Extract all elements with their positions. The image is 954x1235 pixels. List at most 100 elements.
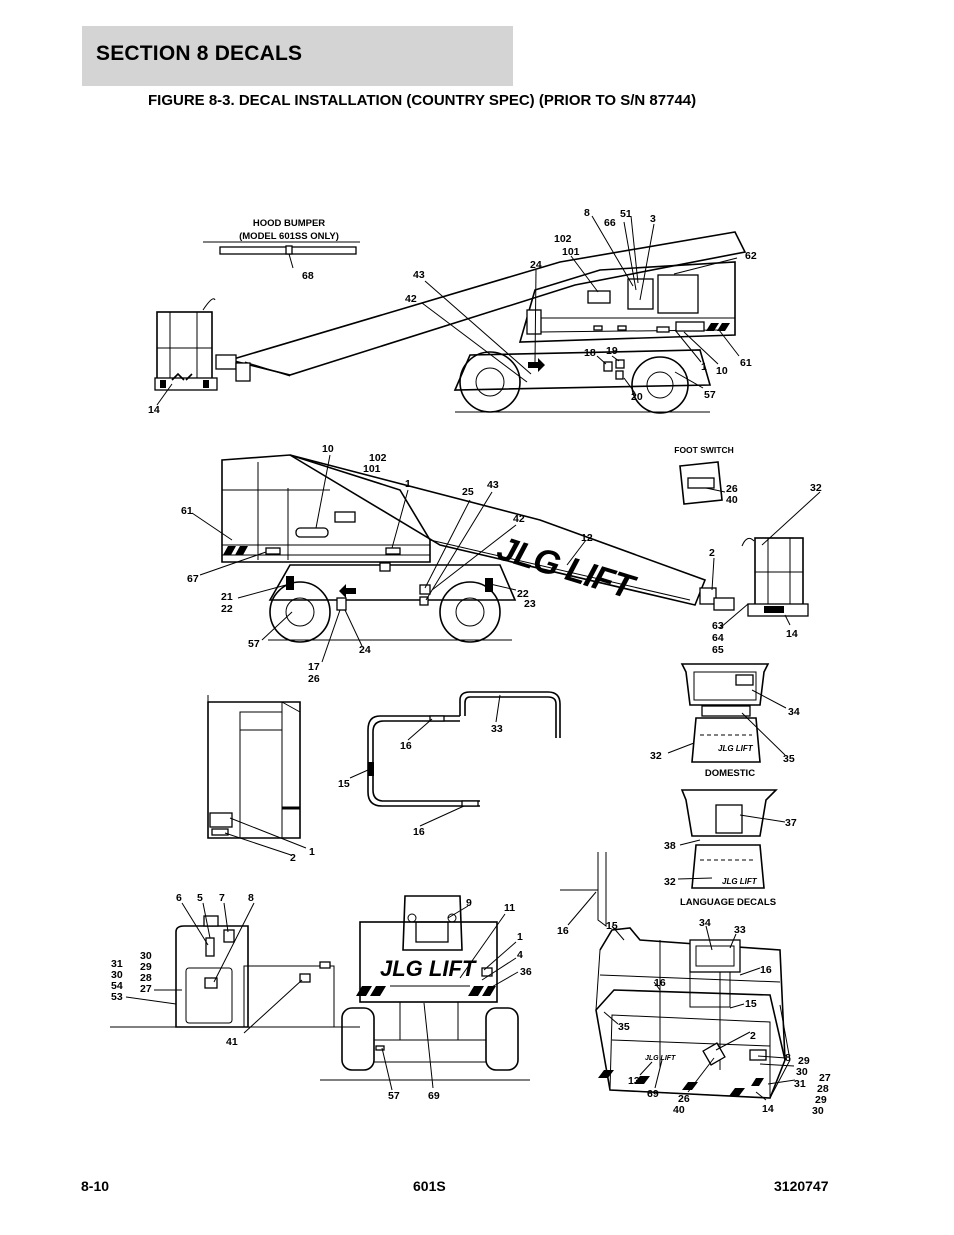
callout-15b: 15: [745, 998, 757, 1010]
domestic-caption: DOMESTIC: [705, 768, 755, 779]
callout-34: 34: [788, 706, 800, 718]
jlg-logo-domestic: JLG LIFT: [718, 744, 754, 753]
callout-6: 6: [176, 892, 182, 904]
callout-29: 29: [798, 1055, 810, 1067]
callout-29: 29: [140, 961, 152, 973]
jlg-lift-logo-rear: JLG LIFT: [380, 956, 477, 981]
callout-57: 57: [248, 638, 260, 650]
callout-25: 25: [462, 486, 474, 498]
callout-15: 15: [338, 778, 350, 790]
hood-bumper-caption: HOOD BUMPER: [253, 218, 325, 229]
callout-42: 42: [405, 293, 417, 305]
callout-4: 4: [517, 949, 523, 961]
callout-15: 15: [606, 920, 618, 932]
callout-28: 28: [817, 1083, 829, 1095]
callout-27: 27: [140, 983, 152, 995]
callout-13: 13: [628, 1075, 640, 1087]
callout-37: 37: [785, 817, 797, 829]
callout-42: 42: [513, 513, 525, 525]
callout-14: 14: [786, 628, 798, 640]
footer-model: 601S: [413, 1178, 446, 1194]
language-decals-caption: LANGUAGE DECALS: [680, 897, 776, 908]
callout-30: 30: [140, 950, 152, 962]
callout-16b: 16: [413, 826, 425, 838]
footer-page-number: 8-10: [81, 1178, 110, 1194]
callout-24: 24: [359, 644, 371, 656]
callout-35: 35: [618, 1021, 630, 1033]
figure-title: FIGURE 8-3. DECAL INSTALLATION (COUNTRY …: [148, 92, 697, 109]
callout-34: 34: [699, 917, 711, 929]
callout-2: 2: [290, 852, 296, 864]
callout-38: 38: [664, 840, 676, 852]
hood-bumper-model-caption: (MODEL 601SS ONLY): [239, 231, 339, 242]
callout-61: 61: [740, 357, 752, 369]
callout-32: 32: [810, 482, 822, 494]
callout-61: 61: [181, 505, 193, 517]
callout-53: 53: [111, 991, 123, 1003]
callout-26: 26: [678, 1093, 690, 1105]
callout-63: 63: [712, 620, 724, 632]
callout-36: 36: [520, 966, 532, 978]
callout-33: 33: [734, 924, 746, 936]
callout-5: 5: [197, 892, 203, 904]
callout-57: 57: [388, 1090, 400, 1102]
callout-2: 2: [709, 547, 715, 559]
callout-16: 16: [400, 740, 412, 752]
callout-14: 14: [762, 1103, 774, 1115]
callout-35: 35: [783, 753, 795, 765]
callout-30: 30: [796, 1066, 808, 1078]
callout-22: 22: [221, 603, 233, 615]
callout-1: 1: [309, 846, 315, 858]
callout-33: 33: [491, 723, 503, 735]
jlg-logo-language: JLG LIFT: [722, 877, 758, 886]
callout-21: 21: [221, 591, 233, 603]
side-view-left: HOOD BUMPER (MODEL 601SS ONLY) 68: [148, 207, 757, 416]
callout-7: 7: [219, 892, 225, 904]
callout-68: 68: [302, 270, 314, 282]
callout-64: 64: [712, 632, 724, 644]
callout-69: 69: [428, 1090, 440, 1102]
jlg-logo-basket: JLG LIFT: [645, 1055, 676, 1062]
callout-40: 40: [726, 494, 738, 506]
platform-basket: JLG LIFT: [595, 927, 791, 1099]
callout-1: 1: [701, 361, 707, 373]
callout-1: 1: [405, 478, 411, 490]
callout-17: 17: [308, 661, 320, 673]
callout-24: 24: [530, 259, 542, 271]
side-view-right: JLG LIFT FOOT SWITCH: [181, 443, 822, 685]
callout-67: 67: [187, 573, 199, 585]
callout-32b: 32: [664, 876, 676, 888]
callout-12: 12: [581, 532, 593, 544]
callout-1: 1: [517, 931, 523, 943]
callout-65: 65: [712, 644, 724, 656]
callout-31: 31: [794, 1078, 806, 1090]
callout-16: 16: [557, 925, 569, 937]
callout-8: 8: [584, 207, 590, 219]
callout-30b: 30: [812, 1105, 824, 1117]
callout-57: 57: [704, 389, 716, 401]
footer-doc-number: 3120747: [774, 1178, 829, 1194]
callout-40: 40: [673, 1104, 685, 1116]
callout-19: 19: [606, 345, 618, 357]
detail-views-bottom: 6 5 7 8 30 31 29 30 28 54 27 53 41 JLG L…: [110, 852, 831, 1117]
callout-43: 43: [487, 479, 499, 491]
section-header-box: SECTION 8 DECALS: [82, 26, 513, 86]
callout-22b: 22: [517, 588, 529, 600]
callout-8: 8: [785, 1052, 791, 1064]
callout-8: 8: [248, 892, 254, 904]
callout-101: 101: [562, 246, 580, 258]
callout-16b: 16: [760, 964, 772, 976]
callout-32: 32: [650, 750, 662, 762]
callout-62: 62: [745, 250, 757, 262]
callout-41: 41: [226, 1036, 238, 1048]
callout-30b: 30: [111, 969, 123, 981]
callout-20: 20: [631, 391, 643, 403]
callout-3: 3: [650, 213, 656, 225]
callout-10: 10: [716, 365, 728, 377]
jlg-lift-logo-side: JLG LIFT: [493, 529, 641, 607]
callout-54: 54: [111, 980, 123, 992]
callout-66: 66: [604, 217, 616, 229]
callout-23: 23: [524, 598, 536, 610]
callout-29b: 29: [815, 1094, 827, 1106]
